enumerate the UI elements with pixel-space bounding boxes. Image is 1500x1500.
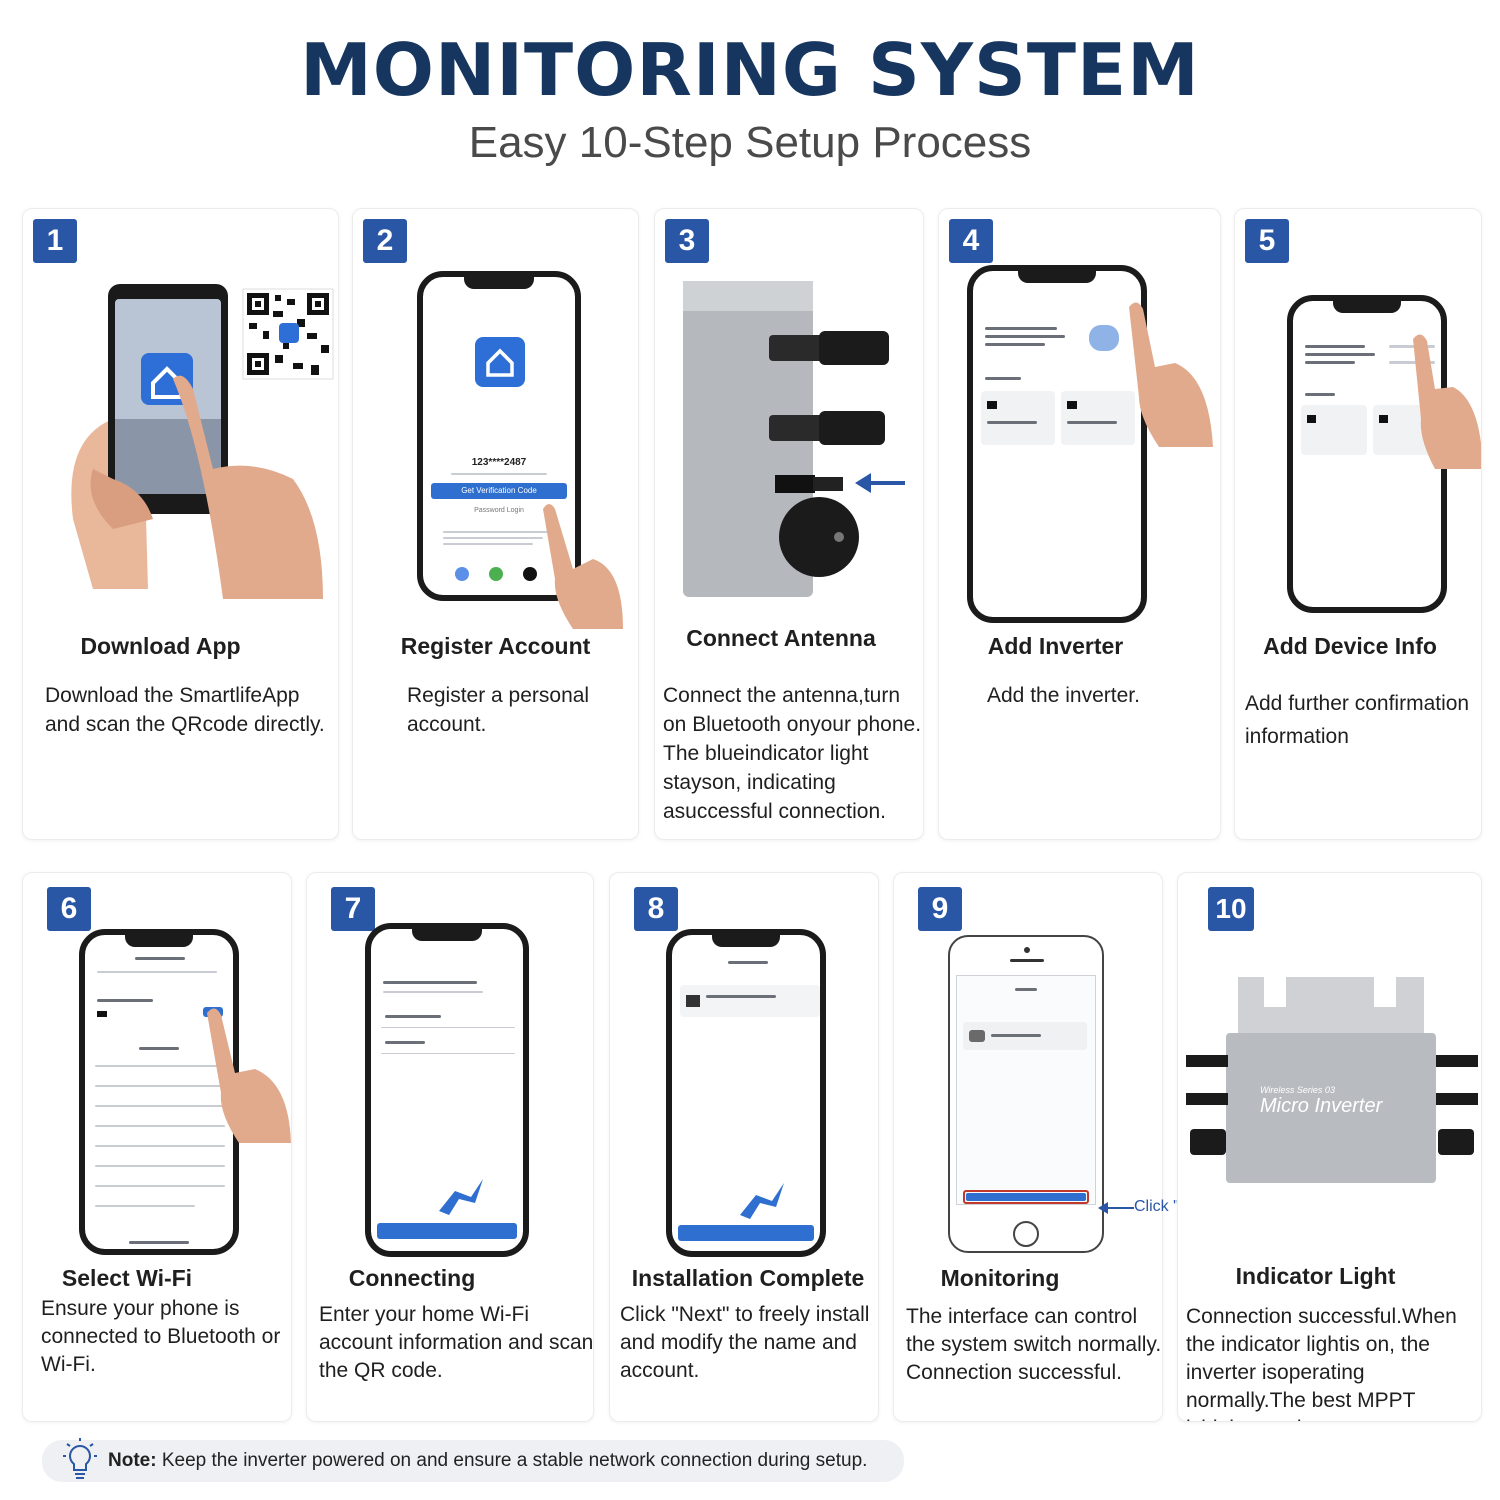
get-verification-code-button[interactable]: Get Verification Code: [431, 483, 567, 499]
qr-code-icon: [242, 288, 334, 380]
step-card-1: 1 Download App Download the SmartlifeApp…: [22, 208, 339, 840]
step-description: Connect the antenna,turn on Bluetooth on…: [663, 684, 922, 823]
step-title: Monitoring: [940, 1265, 1060, 1291]
hand-pointer-icon: [207, 1008, 291, 1143]
inverter-antenna-illustration: [683, 281, 905, 597]
step-description: Ensure your phone is connected to Blueto…: [41, 1297, 281, 1376]
step-title: Register Account: [400, 633, 591, 659]
step-description: Download the SmartlifeApp and scan the Q…: [45, 684, 325, 736]
hand-pointer-icon: [543, 504, 623, 629]
step-number-badge: 10: [1208, 887, 1254, 931]
step-description: Click "Next" to freely install and modif…: [620, 1303, 870, 1382]
step-number-badge: 1: [33, 219, 77, 263]
step-title: Add Inverter: [987, 633, 1124, 659]
phone-number-text: 123****2487: [471, 457, 527, 468]
hand-pointer-icon: [1129, 302, 1213, 447]
arrow-left-icon: [1098, 1202, 1134, 1214]
step-number-badge: 9: [918, 887, 962, 931]
step-number-badge: 7: [331, 887, 375, 931]
phone-in-hands-illustration: [71, 284, 334, 599]
step-description: Add the inverter.: [987, 684, 1140, 707]
step-card-8: 8 Installation Complete Click "Next" to …: [609, 872, 879, 1422]
step-card-9: 9 Monitoring The interface can control t…: [893, 872, 1163, 1422]
step-number-badge: 4: [949, 219, 993, 263]
step-card-7: 7 Connecting Enter your home Wi-Fi accou…: [306, 872, 594, 1422]
phone-mockup: [967, 265, 1147, 623]
setup-note: Note: Keep the inverter powered on and e…: [42, 1438, 904, 1482]
step-description: Connection successful.When the indicator…: [1186, 1305, 1457, 1421]
phone-mockup: [666, 929, 826, 1257]
step-title: Connecting: [348, 1265, 476, 1291]
device-series-label: Wireless Series 03: [1260, 1085, 1335, 1095]
note-text: Keep the inverter powered on and ensure …: [161, 1450, 868, 1471]
step-number-badge: 5: [1245, 219, 1289, 263]
step-card-2: 2 123****2487 Get Verification Code Pass…: [352, 208, 639, 840]
step-card-5: 5 Add Device Info Add further confirmati…: [1234, 208, 1482, 840]
device-label: Micro Inverter: [1260, 1095, 1383, 1117]
hand-pointer-icon: [1413, 334, 1481, 469]
step-card-3: 3 Connect Antenna Connect the antenna,tu…: [654, 208, 924, 840]
step-number-badge: 8: [634, 887, 678, 931]
step-number-badge: 3: [665, 219, 709, 263]
lightbulb-icon: [63, 1438, 97, 1479]
arrow-left-icon: [855, 473, 905, 493]
step-title: Connect Antenna: [686, 625, 876, 651]
step-title: Add Device Info: [1263, 633, 1437, 659]
step-description: Register a personal account.: [407, 684, 590, 736]
step-number-badge: 6: [47, 887, 91, 931]
step-card-4: 4 Add Inverter Add the inverter.: [938, 208, 1221, 840]
page-subtitle: Easy 10-Step Setup Process: [468, 118, 1032, 167]
micro-inverter-illustration: Wireless Series 03 Micro Inverter: [1186, 977, 1478, 1187]
password-login-link[interactable]: Password Login: [474, 507, 524, 514]
step-title: Download App: [80, 633, 241, 659]
phone-mockup: [948, 935, 1104, 1253]
note-label: Note:: [108, 1450, 157, 1471]
step-description: Add further confirmation information: [1245, 692, 1470, 748]
step-number-badge: 2: [363, 219, 407, 263]
step-card-10: 10 Wireless Series 03 Micro Inverter Ind…: [1177, 872, 1482, 1422]
step-title: Installation Complete: [631, 1265, 865, 1291]
phone-mockup: [365, 923, 529, 1257]
page-title: MONITORING SYSTEM: [300, 28, 1200, 112]
step-title: Select Wi-Fi: [61, 1265, 193, 1291]
step-description: The interface can control the system swi…: [906, 1305, 1162, 1384]
step-title: Indicator Light: [1235, 1263, 1396, 1289]
step-card-6: 6 Select Wi-Fi Ensure your phone is conn…: [22, 872, 292, 1422]
home-app-icon: [475, 337, 525, 387]
step-description: Enter your home Wi-Fi account informatio…: [319, 1303, 594, 1382]
